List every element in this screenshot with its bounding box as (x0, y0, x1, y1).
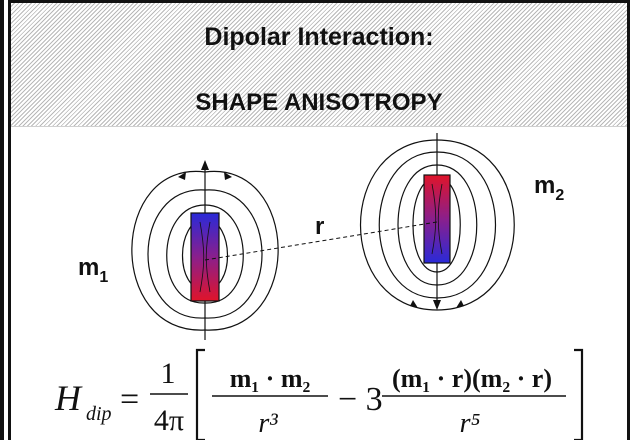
arrowhead (224, 172, 232, 180)
field-line (359, 139, 438, 311)
magnet-m1-inner-lines (199, 221, 211, 293)
label-m2: m2 (534, 172, 564, 204)
arrowhead (433, 300, 441, 310)
formula-lhs-sub: dip (86, 403, 112, 425)
field-arrows-m2 (410, 300, 464, 310)
field-line (436, 164, 478, 286)
formula-lhs: H (54, 378, 83, 418)
formula-term1-num: m₁ · m₂ (230, 364, 311, 393)
field-line (147, 189, 206, 319)
slide-title: Dipolar Interaction: (204, 23, 434, 51)
formula-term2-num: (m₁ · r)(m₂ · r) (392, 364, 552, 393)
field-line (436, 151, 497, 299)
field-line (436, 139, 515, 311)
magnet-m2-inner-lines (431, 183, 443, 255)
arrowhead (410, 300, 418, 308)
field-line (166, 204, 206, 304)
formula-term1-den: r³ (258, 408, 278, 439)
field-line (378, 151, 438, 299)
slide-header: Dipolar Interaction: SHAPE ANISOTROPY (11, 3, 627, 127)
field-line (204, 170, 279, 331)
field-line (204, 204, 244, 304)
label-m1: m1 (78, 254, 108, 286)
formula-frac1-num: 1 (161, 357, 176, 390)
magnet-m2 (423, 174, 451, 264)
field-line (204, 189, 263, 319)
arrowhead (456, 300, 464, 308)
formula-term2-den: r⁵ (460, 408, 481, 439)
slide-subtitle: SHAPE ANISOTROPY (195, 89, 443, 116)
left-border-bar (0, 0, 6, 440)
field-arrows-m1 (178, 160, 232, 180)
formula-equals: = (120, 381, 139, 418)
label-r: r (315, 213, 324, 240)
formula-left-bracket (195, 348, 205, 440)
formula-right-bracket (574, 348, 584, 440)
formula-frac1-den: 4π (154, 404, 184, 437)
arrowhead (201, 160, 209, 170)
dipole-formula: H dip = 1 4π m₁ · m₂ r³ − 3 (m₁ · r)(m₂ … (54, 348, 584, 440)
magnet-m1 (190, 212, 220, 302)
slide-panel: Dipolar Interaction: SHAPE ANISOTROPY (8, 0, 630, 440)
formula-minus-coef: − 3 (338, 381, 383, 418)
field-line (131, 170, 206, 331)
arrowhead (178, 172, 186, 180)
field-line (397, 164, 438, 286)
